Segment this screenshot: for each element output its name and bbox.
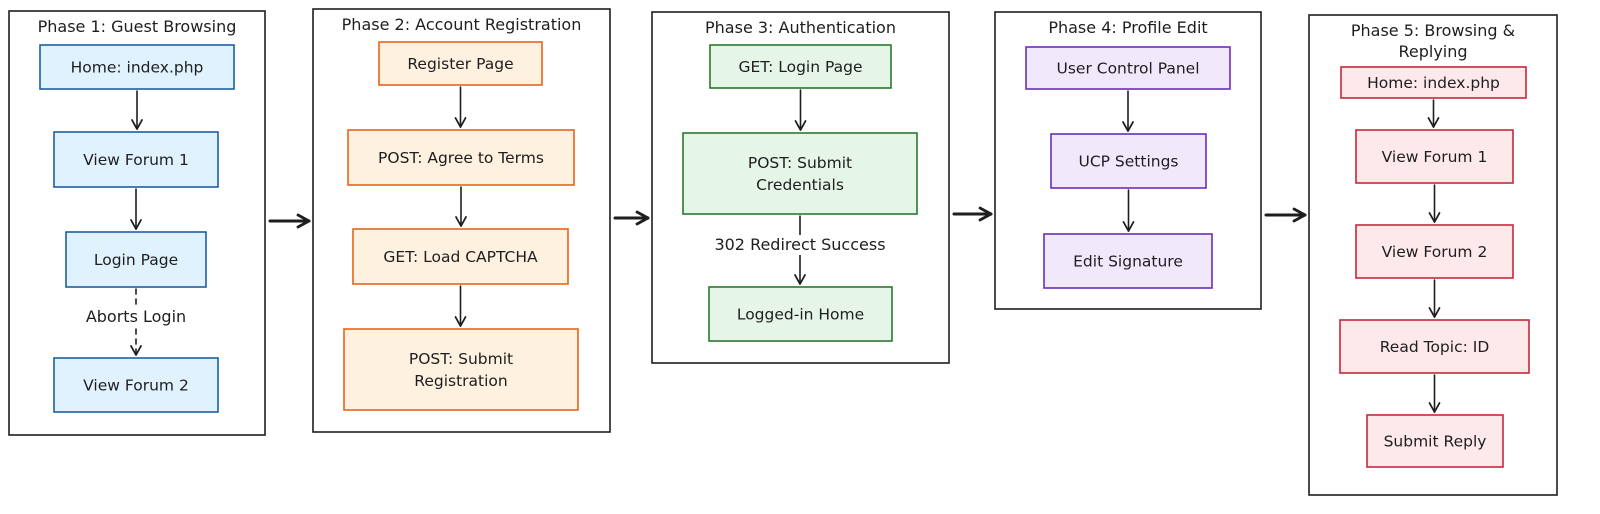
node-box: [65, 231, 207, 288]
node-edit-signature: Edit Signature: [1043, 233, 1213, 289]
node-label: UCP Settings: [1078, 153, 1178, 171]
node-label: Read Topic: ID: [1380, 338, 1490, 356]
edge-label: 302 Redirect Success: [714, 235, 885, 254]
edge-label-bg: [78, 307, 194, 327]
phase-2-title: Phase 2: Account Registration: [342, 15, 582, 34]
node-label: View Forum 1: [1382, 148, 1488, 166]
node-label: Register Page: [407, 55, 513, 73]
node-box: [53, 131, 219, 188]
node-box: [1355, 224, 1514, 279]
node-box: [352, 228, 569, 285]
edge-label: Aborts Login: [86, 307, 186, 326]
node-box: [53, 357, 219, 413]
node-login-page: Login Page: [65, 231, 207, 288]
node-label: View Forum 2: [83, 377, 189, 395]
node-label: View Forum 1: [83, 151, 189, 169]
node-box: [709, 44, 892, 89]
node-box: [1366, 414, 1504, 468]
node-view-forum-2: View Forum 2: [53, 357, 219, 413]
node-box: [378, 41, 543, 86]
phase-4-title: Phase 4: Profile Edit: [1048, 18, 1207, 37]
node-box: [39, 44, 235, 90]
node-get-load-captcha: GET: Load CAPTCHA: [352, 228, 569, 285]
node-box: [682, 132, 918, 215]
node-box: [1355, 129, 1514, 184]
node-box: [1025, 46, 1231, 90]
node-box: [347, 129, 575, 186]
node-label: GET: Login Page: [739, 58, 863, 76]
phase-5-title: Phase 5: Browsing &Replying: [1351, 21, 1515, 61]
node-label: Home: index.php: [1367, 74, 1500, 92]
node-logged-in-home: Logged-in Home: [708, 286, 893, 342]
node-box: [1043, 233, 1213, 289]
node-label: User Control Panel: [1056, 60, 1199, 78]
node-box: [708, 286, 893, 342]
node-home-index-php: Home: index.php: [1340, 66, 1527, 99]
node-register-page: Register Page: [378, 41, 543, 86]
node-label: POST: Agree to Terms: [378, 149, 544, 167]
node-box: [1340, 66, 1527, 99]
node-view-forum-1: View Forum 1: [53, 131, 219, 188]
edge-label-bg: [706, 235, 894, 255]
node-label: View Forum 2: [1382, 243, 1488, 261]
node-home-index-php: Home: index.php: [39, 44, 235, 90]
node-box: [1339, 319, 1530, 374]
node-user-control-panel: User Control Panel: [1025, 46, 1231, 90]
edge-arrow: 302 Redirect Success: [706, 215, 894, 285]
node-box: [1050, 133, 1207, 189]
node-read-topic-id: Read Topic: ID: [1339, 319, 1530, 374]
node-post-agree-to-terms: POST: Agree to Terms: [347, 129, 575, 186]
node-label: Submit Reply: [1384, 433, 1487, 451]
node-label: Logged-in Home: [737, 306, 864, 324]
node-label: GET: Load CAPTCHA: [383, 248, 538, 266]
node-submit-reply: Submit Reply: [1366, 414, 1504, 468]
node-label: Login Page: [94, 251, 178, 269]
edge-arrow: Aborts Login: [78, 288, 194, 356]
node-label: Edit Signature: [1073, 253, 1183, 271]
node-view-forum-1: View Forum 1: [1355, 129, 1514, 184]
node-box: [343, 328, 579, 411]
node-ucp-settings: UCP Settings: [1050, 133, 1207, 189]
node-get-login-page: GET: Login Page: [709, 44, 892, 89]
phase-1-title: Phase 1: Guest Browsing: [38, 17, 237, 36]
phase-3-title: Phase 3: Authentication: [705, 18, 896, 37]
node-view-forum-2: View Forum 2: [1355, 224, 1514, 279]
node-label: Home: index.php: [71, 59, 204, 77]
